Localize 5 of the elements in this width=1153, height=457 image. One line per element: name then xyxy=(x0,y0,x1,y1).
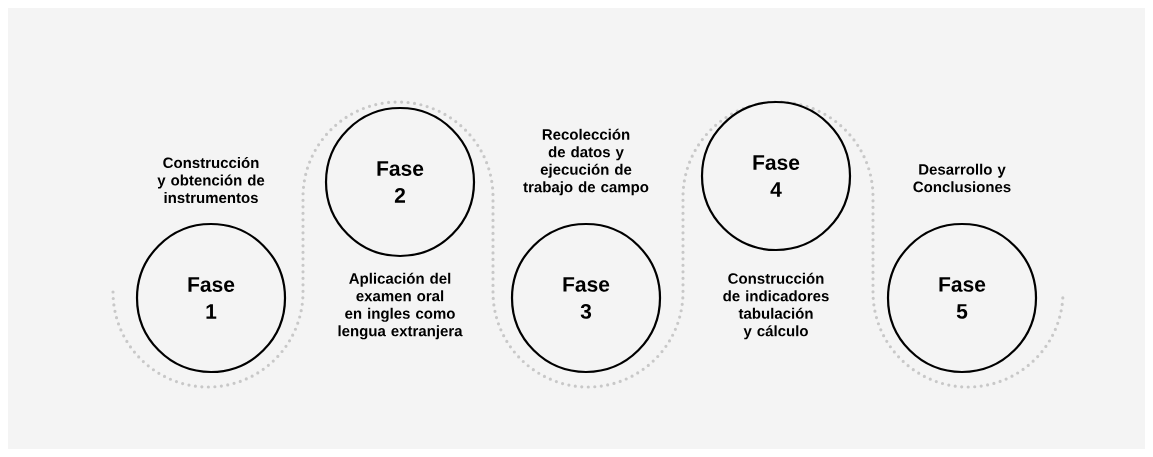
phase-description: Construcción de indicadores tabulación y cálculo xyxy=(723,272,829,340)
phase-description: Desarrollo y Conclusiones xyxy=(913,163,1011,193)
phase-description: Recolección de datos y ejecución de trabajo de campo xyxy=(523,128,649,196)
phase-description: Aplicación del examen oral en ingles como lengua extranjera xyxy=(338,272,463,340)
phase-description: Construcción y obtención de instrumentos xyxy=(157,156,265,204)
